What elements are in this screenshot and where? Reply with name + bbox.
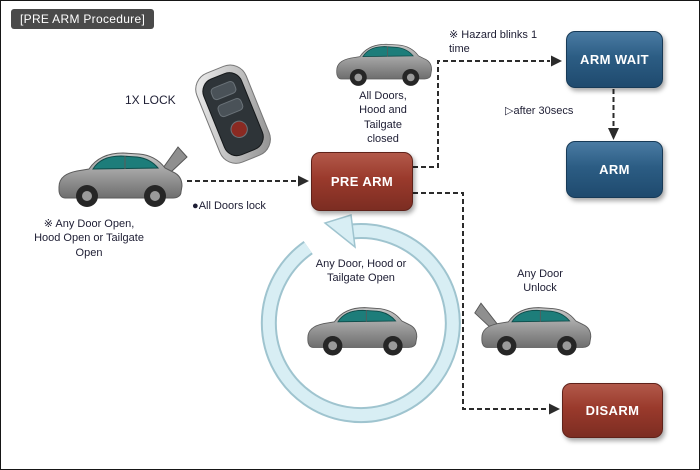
any-door-unlock-label: Any Door Unlock: [517, 268, 563, 295]
arrow-prearm-to-armwait: [413, 60, 550, 168]
trigger-open-label: ※ Any Door Open, Hood Open or Tailgate O…: [34, 218, 144, 259]
cycle-arrow-icon: [260, 214, 461, 423]
flow-arrows: [187, 60, 615, 410]
all-doors-lock-label: ●All Doors lock: [192, 200, 266, 212]
car-in-cycle-icon: [299, 297, 423, 364]
smart-key-icon: [185, 55, 283, 177]
car-tailgate-open-icon: [473, 297, 597, 364]
one-x-lock-label: 1X LOCK: [125, 93, 176, 107]
hazard-blinks-label: ※ Hazard blinks 1 time: [449, 29, 538, 56]
arrow-heads: [298, 55, 619, 415]
all-closed-label: All Doors, Hood and Tailgate closed: [359, 90, 407, 145]
node-disarm: DISARM: [562, 383, 663, 438]
node-pre-arm: PRE ARM: [311, 152, 413, 211]
node-arm-wait: ARM WAIT: [566, 31, 663, 88]
car-closed-icon: [329, 35, 437, 94]
cycle-open-label: Any Door, Hood or Tailgate Open: [315, 258, 407, 285]
car-hood-open-icon: [49, 141, 189, 216]
diagram-title: [PRE ARM Procedure]: [11, 9, 155, 29]
arrow-prearm-to-disarm: [413, 192, 548, 410]
node-arm: ARM: [566, 141, 663, 198]
after-30secs-label: ▷after 30secs: [505, 105, 574, 117]
